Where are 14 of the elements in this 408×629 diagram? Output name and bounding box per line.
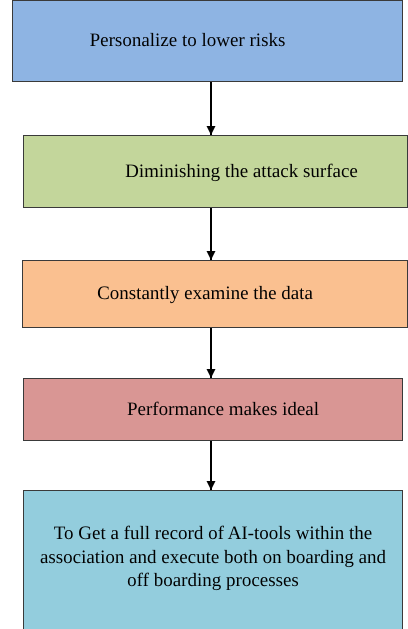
arrow xyxy=(206,441,216,490)
arrow xyxy=(206,208,216,260)
arrow xyxy=(206,82,216,135)
process-box xyxy=(23,135,408,208)
box-text: Performance makes ideal xyxy=(126,398,320,422)
process-box xyxy=(23,378,403,441)
box-text: To Get a full record of AI-tools within the association and execute both on boarding and off boarding processes xyxy=(38,522,388,594)
process-box xyxy=(12,0,403,82)
process-box xyxy=(22,260,408,328)
process-box xyxy=(23,490,403,629)
box-text: Constantly examine the data xyxy=(97,282,313,306)
box-text: Diminishing the attack surface xyxy=(125,160,358,184)
arrow xyxy=(206,328,216,378)
box-text: Personalize to lower risks xyxy=(90,29,286,53)
